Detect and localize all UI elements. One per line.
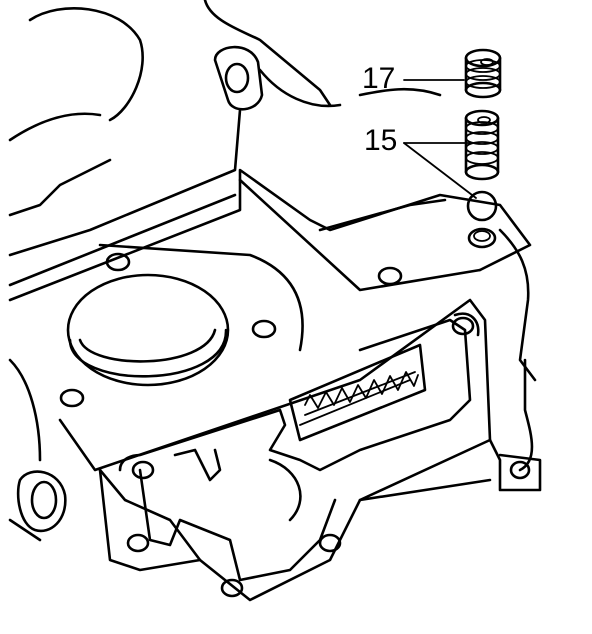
top-face xyxy=(8,168,532,352)
channel-spring xyxy=(299,371,419,426)
ball-seat-hole xyxy=(467,227,497,249)
gasket-bolt-holes xyxy=(126,316,531,598)
spring-17 xyxy=(464,48,502,99)
top-mounting-boss xyxy=(213,45,264,111)
right-flange xyxy=(358,438,542,502)
spring-15 xyxy=(464,109,500,181)
check-ball xyxy=(466,190,498,222)
left-side-boss xyxy=(8,358,67,542)
leader-lines xyxy=(403,79,477,199)
housing-background xyxy=(8,0,537,472)
large-bore xyxy=(66,273,230,387)
top-face-holes xyxy=(59,252,403,408)
callout-label-17: 17 xyxy=(362,62,396,95)
callout-label-15: 15 xyxy=(364,124,398,157)
